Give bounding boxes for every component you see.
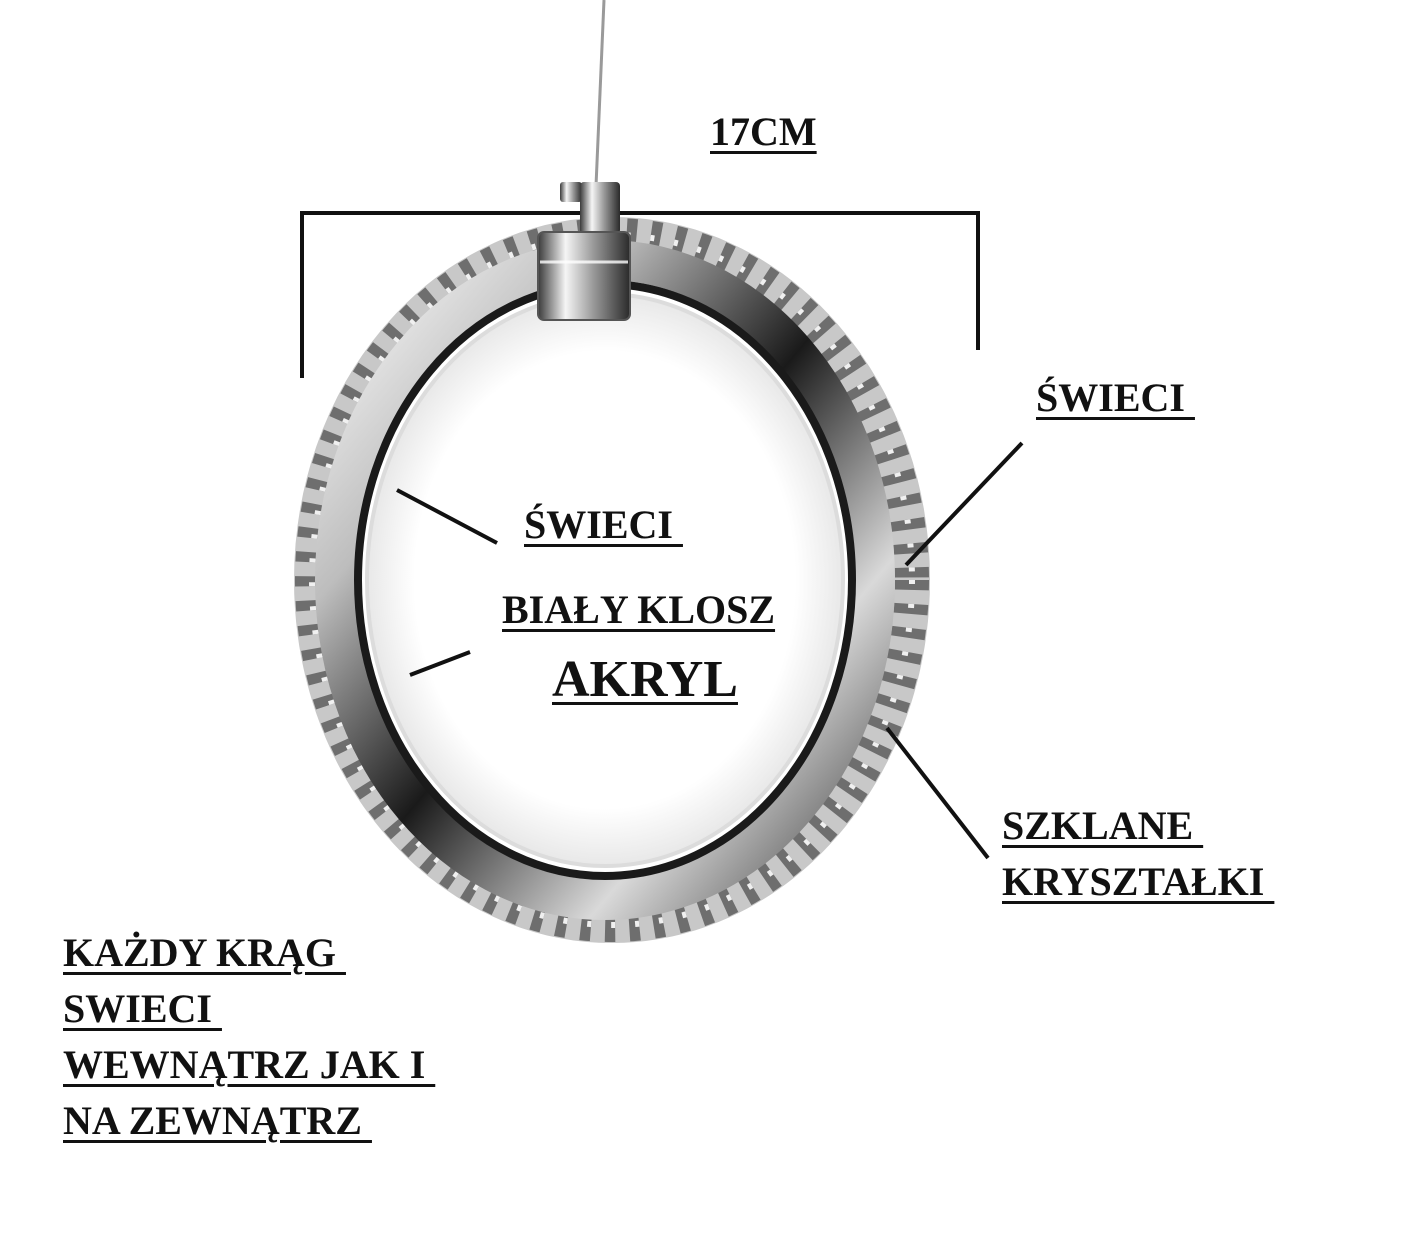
dimension-label: 17CM xyxy=(710,109,817,154)
acrylic-diffuser xyxy=(365,292,845,868)
leader-crystals xyxy=(885,726,990,860)
mounting-cap xyxy=(537,182,631,321)
note-line4: NA ZEWNĄTRZ xyxy=(63,1098,372,1143)
leader-outer-glow xyxy=(904,441,1024,567)
suspension-wire xyxy=(594,0,606,187)
crystals-label-line1: SZKLANE xyxy=(1002,803,1204,848)
diffuser-label-line2: AKRYL xyxy=(552,651,738,708)
note-line2: SWIECI xyxy=(63,986,222,1031)
note-line1: KAŻDY KRĄG xyxy=(63,930,346,975)
diffuser-label-line1: BIAŁY KLOSZ xyxy=(502,587,776,632)
crystals-label-line2: KRYSZTAŁKI xyxy=(1002,859,1275,904)
inner-glow-label: ŚWIECI xyxy=(524,502,683,547)
dimension-bracket xyxy=(300,211,980,378)
note-line3: WEWNĄTRZ JAK I xyxy=(63,1042,436,1087)
leader-diffuser xyxy=(409,650,471,677)
leader-inner-glow xyxy=(396,488,498,545)
outer-glow-label: ŚWIECI xyxy=(1036,375,1195,420)
